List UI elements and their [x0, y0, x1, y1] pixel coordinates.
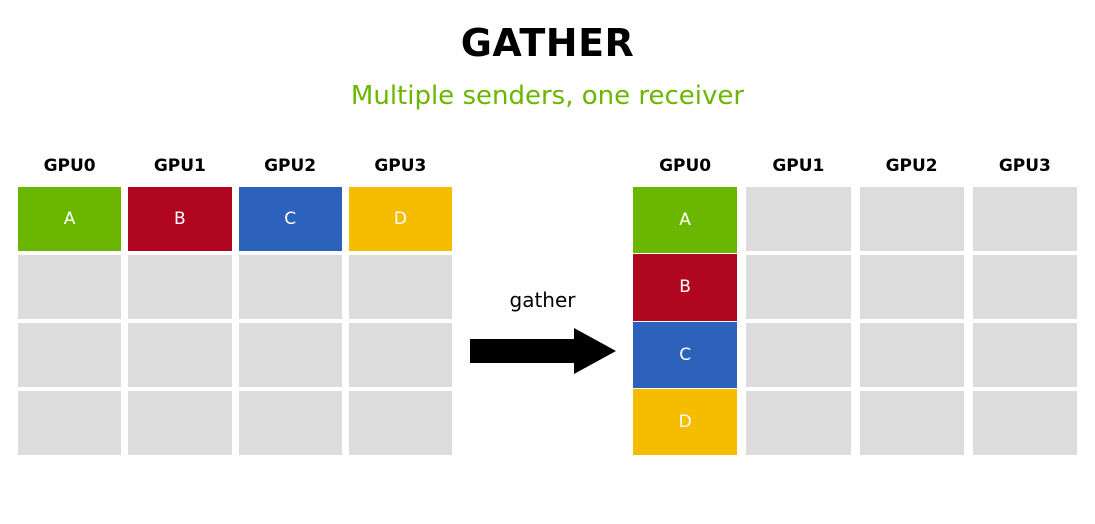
result-cell-gpu3-empty-1 — [972, 255, 1077, 319]
source-cell-gpu1-empty-2 — [128, 323, 232, 387]
result-cell-gpu2-empty-3 — [859, 391, 964, 455]
result-cell-gpu0-a: A — [633, 187, 738, 254]
result-cell-gpu0-b: B — [633, 254, 738, 321]
source-cell-gpu1-empty-1 — [128, 255, 232, 319]
result-cell-gpu2-empty-1 — [859, 255, 964, 319]
result-column-gpu3 — [972, 187, 1077, 455]
result-cell-gpu0-d: D — [633, 388, 738, 455]
result-column-header-gpu2: GPU2 — [885, 156, 938, 176]
result-grid-header-row: GPU0 GPU1 GPU2 GPU3 — [633, 155, 1077, 187]
source-cell-gpu3-empty-2 — [348, 323, 452, 387]
result-cell-gpu1-empty-0 — [746, 187, 851, 251]
source-cell-gpu2-empty-2 — [238, 323, 342, 387]
source-column-header-gpu1: GPU1 — [153, 156, 206, 176]
source-cell-gpu3-d: D — [348, 187, 452, 251]
source-grid-header-row: GPU0 GPU1 GPU2 GPU3 — [18, 155, 452, 187]
page-title: GATHER — [460, 21, 635, 65]
source-cell-gpu0-empty-1 — [18, 255, 122, 319]
result-cell-gpu3-empty-0 — [972, 187, 1077, 251]
result-cell-gpu1-empty-3 — [746, 391, 851, 455]
result-cell-gpu2-empty-0 — [859, 187, 964, 251]
source-column-header-gpu3: GPU3 — [374, 156, 427, 176]
source-cell-gpu0-a: A — [18, 187, 122, 251]
source-column-header-gpu2: GPU2 — [264, 156, 317, 176]
page-subtitle: Multiple senders, one receiver — [350, 81, 745, 111]
result-cell-gpu3-empty-3 — [972, 391, 1077, 455]
source-column-gpu2: C — [238, 187, 342, 455]
source-cell-gpu2-c: C — [238, 187, 342, 251]
source-cell-gpu0-empty-3 — [18, 391, 122, 455]
result-cell-gpu2-empty-2 — [859, 323, 964, 387]
result-column-gpu2 — [859, 187, 964, 455]
source-column-gpu0: A — [18, 187, 122, 455]
result-cell-gpu0-c: C — [633, 321, 738, 388]
source-column-gpu1: B — [128, 187, 232, 455]
source-column-gpu3: D — [348, 187, 452, 455]
arrow-right-icon — [470, 328, 616, 374]
source-cell-gpu3-empty-1 — [348, 255, 452, 319]
result-column-header-gpu3: GPU3 — [998, 156, 1051, 176]
result-column-header-gpu1: GPU1 — [772, 156, 825, 176]
source-cell-gpu1-b: B — [128, 187, 232, 251]
result-cell-gpu3-empty-2 — [972, 323, 1077, 387]
result-cell-gpu1-empty-1 — [746, 255, 851, 319]
source-cell-gpu2-empty-3 — [238, 391, 342, 455]
result-cell-gpu1-empty-2 — [746, 323, 851, 387]
result-column-header-gpu0: GPU0 — [659, 156, 712, 176]
source-cell-gpu2-empty-1 — [238, 255, 342, 319]
source-column-header-gpu0: GPU0 — [43, 156, 96, 176]
source-cell-gpu1-empty-3 — [128, 391, 232, 455]
source-cell-gpu3-empty-3 — [348, 391, 452, 455]
transfer-operation-label: gather — [509, 288, 576, 312]
source-cell-gpu0-empty-2 — [18, 323, 122, 387]
result-column-gpu1 — [746, 187, 851, 455]
